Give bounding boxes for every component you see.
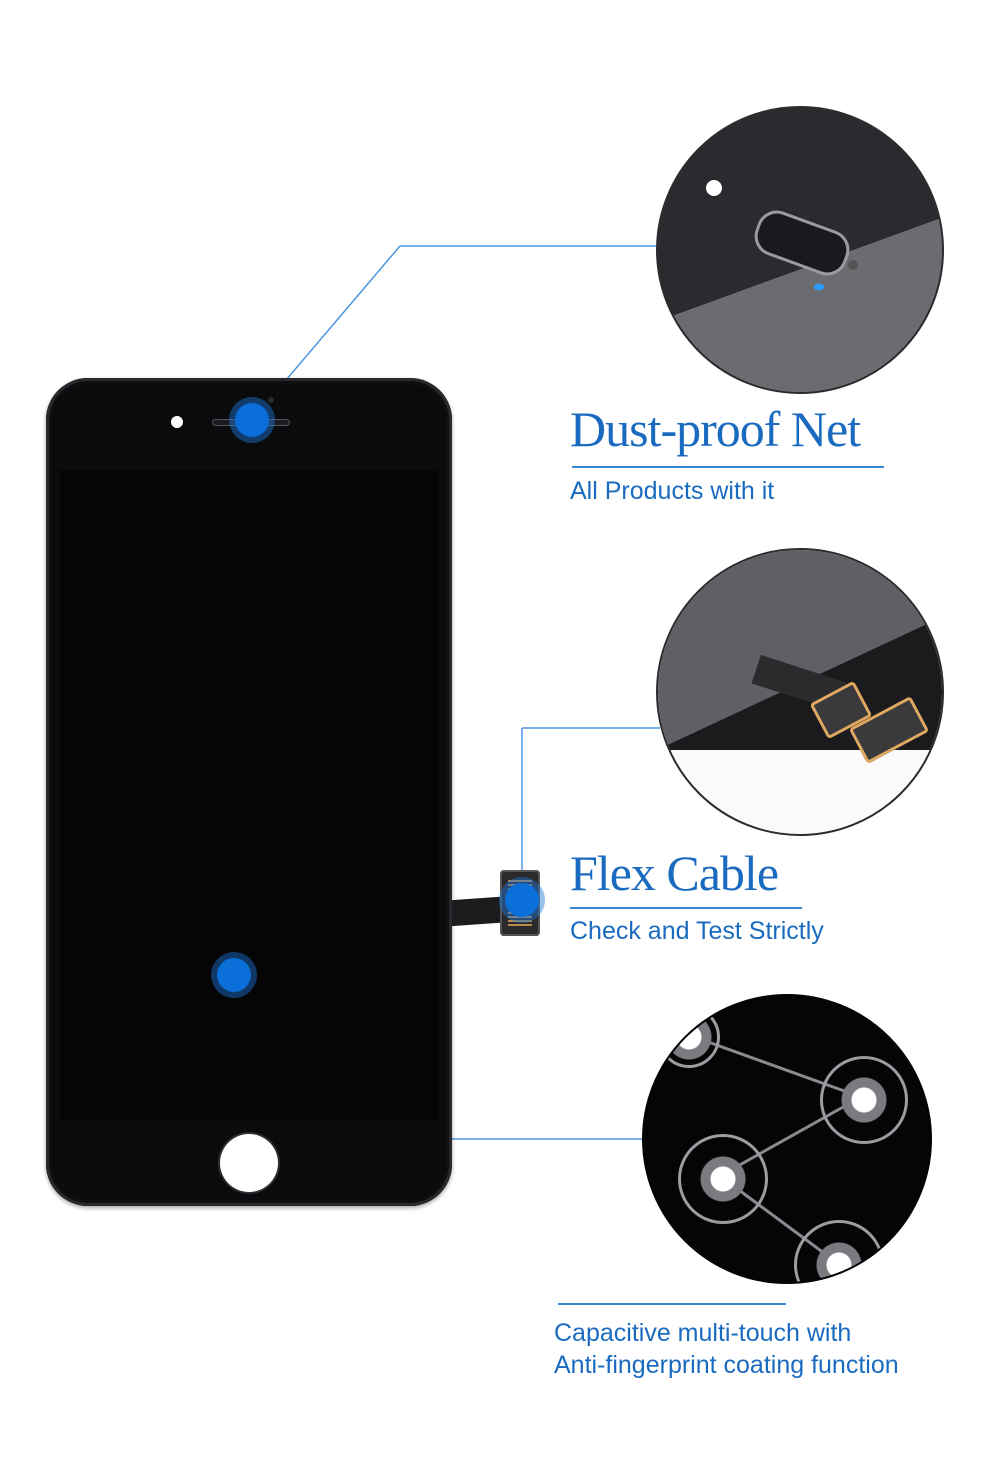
flex-cable-title: Flex Cable (570, 845, 779, 901)
flex-cable-subtitle: Check and Test Strictly (570, 917, 824, 945)
proximity-sensor-icon (268, 397, 274, 403)
multi-touch-line2: Anti-fingerprint coating function (554, 1351, 899, 1379)
camera-closeup-icon (706, 180, 722, 196)
dust-mesh-icon (814, 284, 824, 290)
zoom-multi-touch (642, 994, 932, 1284)
phone-display (60, 470, 438, 1120)
touch-point-icon (820, 1056, 908, 1144)
dust-proof-title: Dust-proof Net (570, 401, 861, 457)
hotspot-dot-icon[interactable] (235, 403, 269, 437)
zoom-flex-cable (656, 548, 944, 836)
flex-cable-rule (570, 907, 802, 909)
hotspot-dot-icon[interactable] (217, 958, 251, 992)
touch-point-icon (658, 1006, 720, 1068)
touch-point-icon (678, 1134, 768, 1224)
multi-touch-line1: Capacitive multi-touch with (554, 1319, 852, 1347)
front-camera-icon (171, 416, 183, 428)
multi-touch-rule (558, 1303, 786, 1305)
sensor-closeup-icon (848, 260, 858, 270)
zoom-dust-proof-net (656, 106, 944, 394)
dust-proof-rule (572, 466, 884, 468)
home-button-hole (220, 1134, 278, 1192)
dust-proof-subtitle: All Products with it (570, 477, 775, 505)
hotspot-dot-icon[interactable] (505, 883, 539, 917)
